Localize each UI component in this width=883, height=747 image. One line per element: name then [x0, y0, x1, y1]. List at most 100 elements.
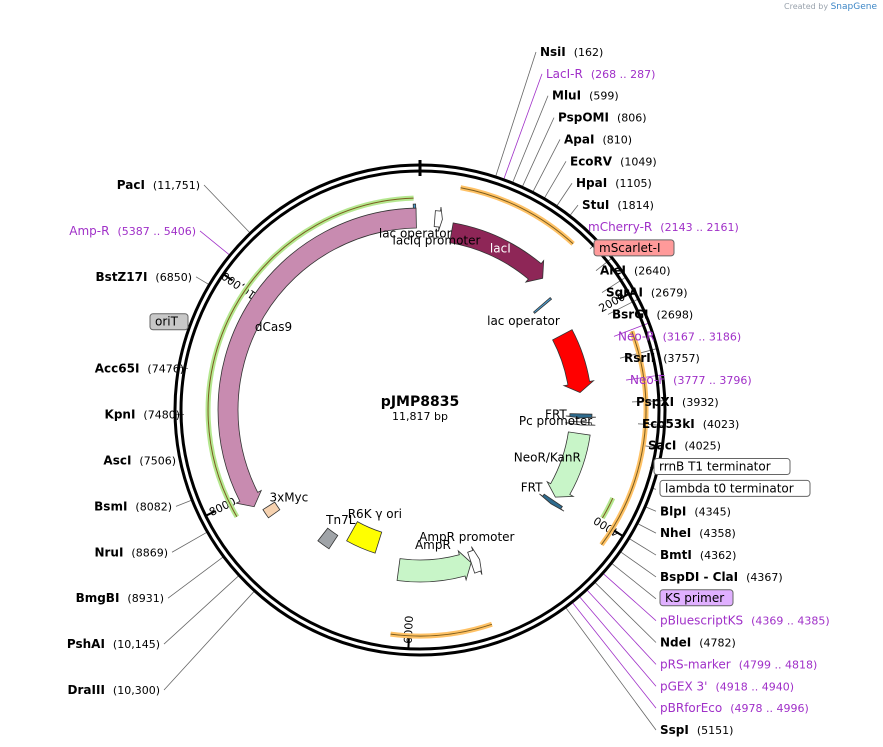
feature-label-dcas9: dCas9	[255, 320, 292, 334]
leader-bmti	[628, 537, 657, 556]
site-asci: AscI(7506)	[103, 453, 176, 467]
site-text-bsrgi: BsrGI(2698)	[612, 307, 693, 321]
site-nrui: NruI(8869)	[94, 545, 168, 559]
leader-ndei	[594, 581, 657, 643]
leader-alei	[595, 257, 613, 272]
site-text-prs-marker: pRS-marker(4799 .. 4818)	[660, 657, 817, 671]
leader-ks-primer	[611, 562, 657, 600]
leader-bsmi	[175, 499, 193, 507]
feature-label-laci: lacI	[490, 241, 511, 255]
snapgene-credit: Created by SnapGene	[784, 2, 877, 12]
site-bstz17i: BstZ17I(6850)	[96, 270, 192, 284]
feature-laciq-promoter	[433, 207, 443, 232]
site-text-sspi: SspI(5151)	[660, 723, 733, 737]
leader-eco53ki	[637, 423, 665, 426]
site-text-pspxi: PspXI(3932)	[636, 395, 719, 409]
feature-mscarlet-i	[552, 329, 595, 394]
site-orit: oriT	[149, 313, 189, 331]
site-text-hpai: HpaI(1105)	[576, 176, 652, 190]
site-text-laci-r: LacI-R(268 .. 287)	[546, 67, 655, 81]
site-mcherry-r: mCherry-R(2143 .. 2161)	[588, 220, 739, 234]
site-sgrai: SgrAI(2679)	[606, 286, 687, 300]
site-eco53ki: Eco53kI(4023)	[642, 417, 739, 431]
feature-r6k-ori	[346, 521, 383, 554]
outer-arc-line-2	[390, 623, 493, 637]
site-text-asci: AscI(7506)	[103, 453, 176, 467]
site-lambda-t0-terminator: lambda t0 terminator	[659, 479, 811, 497]
feature-tn7l	[317, 527, 339, 550]
leader-sspi	[565, 606, 657, 731]
site-box-text-ks-primer: KS primer	[665, 591, 724, 605]
site-pspomi: PspOMI(806)	[558, 111, 647, 125]
site-sspi: SspI(5151)	[660, 723, 733, 737]
leader-pspomi	[521, 117, 555, 188]
site-text-pgex-3: pGEX 3'(4918 .. 4940)	[660, 679, 794, 693]
site-pbluescriptks: pBluescriptKS(4369 .. 4385)	[660, 614, 830, 628]
site-rrnb-t1-terminator: rrnB T1 terminator	[653, 458, 791, 476]
leader-saci	[643, 445, 663, 449]
site-text-stui: StuI(1814)	[582, 198, 654, 212]
site-text-pbrforeco: pBRforEco(4978 .. 4996)	[660, 701, 809, 715]
feature-3xmyc	[262, 501, 281, 519]
site-labels: NsiI(162) LacI-R(268 .. 287) MluI(599) PspO…	[67, 45, 830, 737]
feature-ampr	[396, 549, 472, 583]
leader-stui	[569, 204, 579, 217]
site-text-mlui: MluI(599)	[552, 89, 619, 103]
site-text-alei: AleI(2640)	[600, 264, 671, 278]
tick-10000	[222, 273, 233, 282]
site-text-apai: ApaI(810)	[564, 132, 632, 146]
tick-4000	[613, 529, 624, 537]
site-bmgbi: BmgBI(8931)	[76, 591, 164, 605]
site-text-pshai: PshAI(10,145)	[67, 637, 160, 651]
site-text-nhei: NheI(4358)	[660, 526, 736, 540]
site-bsrgi: BsrGI(2698)	[612, 307, 693, 321]
site-neo-f: Neo-F(3777 .. 3796)	[630, 373, 752, 387]
leader-paci	[203, 184, 251, 234]
feature-label-ampr-promoter: AmpR promoter	[419, 530, 514, 544]
leader-bstz17i	[195, 276, 210, 286]
site-text-mcherry-r: mCherry-R(2143 .. 2161)	[588, 220, 739, 234]
outer-arc-line-4	[207, 197, 414, 518]
feature-pc-promoter	[565, 420, 596, 426]
feature-frt-lower	[539, 493, 565, 512]
plasmid-name: pJMP8835	[381, 394, 459, 410]
site-kpni: KpnI(7480)	[105, 408, 180, 422]
site-box-text-rrnb-t1-terminator: rrnB T1 terminator	[659, 460, 771, 474]
site-ks-primer: KS primer	[659, 589, 734, 607]
feature-label-pc-promoter: Pc promoter	[519, 414, 592, 428]
site-text-nsii: NsiI(162)	[540, 45, 603, 59]
site-text-bsmi: BsmI(8082)	[94, 499, 172, 513]
leader-apai	[532, 139, 561, 193]
tick-8000	[205, 510, 217, 517]
leader-amp-r	[199, 230, 231, 256]
site-text-eco53ki: Eco53kI(4023)	[642, 417, 739, 431]
site-text-sgrai: SgrAI(2679)	[606, 286, 687, 300]
leader-nsii	[495, 51, 537, 178]
site-text-ecorv: EcoRV(1049)	[570, 154, 657, 168]
site-mlui: MluI(599)	[552, 89, 619, 103]
site-rsrii: RsrII(3757)	[624, 351, 700, 365]
leader-pbluescriptks	[602, 572, 657, 621]
feature-dcas9	[217, 207, 417, 508]
site-hpai: HpaI(1105)	[576, 176, 652, 190]
leader-nrui	[171, 531, 208, 553]
site-pgex-3: pGEX 3'(4918 .. 4940)	[660, 679, 794, 693]
outer-arcs	[205, 185, 649, 639]
plasmid-size: 11,817 bp	[392, 410, 448, 423]
site-text-bspdi-clai: BspDI - ClaI(4367)	[660, 570, 783, 584]
site-box-mscarlet-i	[593, 239, 675, 257]
site-text-bstz17i: BstZ17I(6850)	[96, 270, 192, 284]
site-text-paci: PacI(11,751)	[117, 178, 200, 192]
feature-label-ampr: AmpR	[415, 538, 451, 552]
feature-arrows	[217, 203, 596, 583]
site-ndei: NdeI(4782)	[660, 636, 736, 650]
site-alei: AleI(2640)	[600, 264, 671, 278]
credit-prefix: Created by	[784, 2, 829, 11]
site-laci-r: LacI-R(268 .. 287)	[546, 67, 655, 81]
leader-bspdi-clai	[619, 551, 657, 578]
site-box-rrnb-t1-terminator	[653, 458, 791, 476]
site-nsii: NsiI(162)	[540, 45, 603, 59]
site-apai: ApaI(810)	[564, 132, 632, 146]
feature-lac-operator-right	[532, 297, 553, 314]
